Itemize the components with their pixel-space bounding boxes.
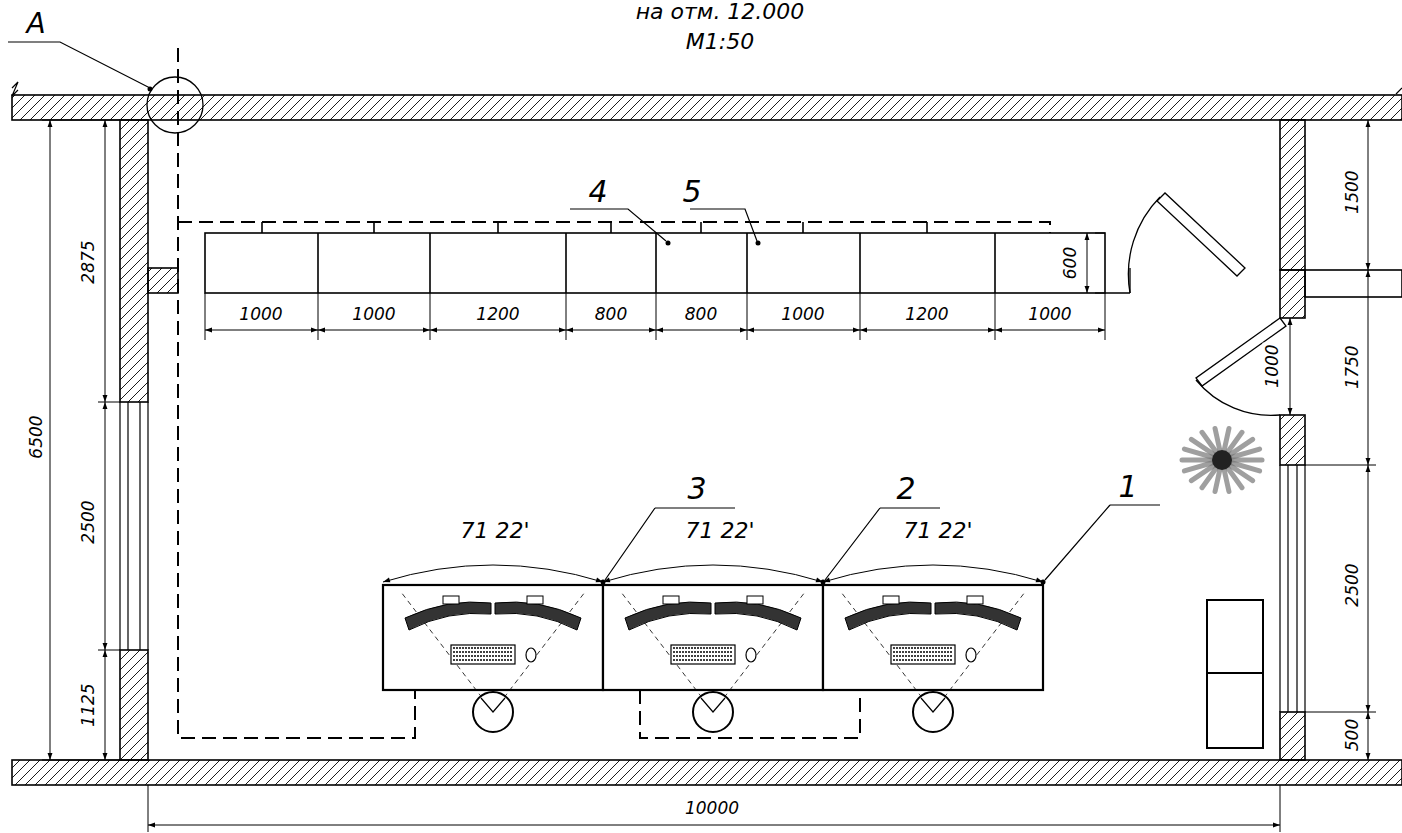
window bbox=[12, 82, 1402, 712]
callout-number: 3 bbox=[685, 473, 708, 505]
callout-number: 5 bbox=[680, 176, 703, 208]
dimension: 10000 bbox=[683, 799, 741, 818]
dimension: 2500 bbox=[1343, 561, 1362, 608]
locker bbox=[1207, 600, 1263, 748]
dimension: 1000 bbox=[1263, 342, 1282, 389]
walls bbox=[12, 95, 1402, 785]
dimension: 600 bbox=[1061, 245, 1080, 281]
dimension: 1000 bbox=[1026, 305, 1073, 324]
dimension: 1200 bbox=[903, 305, 950, 324]
dimension: 71 22' bbox=[901, 519, 974, 543]
workstations bbox=[383, 585, 1043, 732]
cable-route bbox=[178, 48, 1050, 738]
dimension: 1125 bbox=[79, 681, 98, 728]
dimension: 1000 bbox=[779, 305, 826, 324]
dimension: 2500 bbox=[79, 498, 98, 545]
dimension: 800 bbox=[683, 305, 719, 324]
plant bbox=[1182, 428, 1262, 491]
doors bbox=[1105, 193, 1286, 415]
dimension: 1500 bbox=[1343, 168, 1362, 215]
cabinets bbox=[205, 233, 1105, 293]
dimension: 2875 bbox=[79, 238, 98, 285]
dimension: 6500 bbox=[27, 413, 46, 460]
dimension: 500 bbox=[1343, 717, 1362, 753]
dimension: 71 22' bbox=[683, 519, 756, 543]
detail-circle bbox=[147, 77, 203, 133]
leader-dots bbox=[148, 87, 1046, 585]
leader-lines bbox=[8, 42, 1160, 580]
callout-number: 1 bbox=[1116, 471, 1139, 503]
callout-number: 4 bbox=[586, 176, 609, 208]
workstation bbox=[823, 585, 1043, 732]
sockets bbox=[262, 222, 927, 233]
dimension: 71 22' bbox=[458, 519, 531, 543]
dimension: 800 bbox=[593, 305, 629, 324]
dimension: 1000 bbox=[350, 305, 397, 324]
drawing-title: М1:50 bbox=[684, 30, 756, 54]
dimension: 1000 bbox=[237, 305, 284, 324]
workstation bbox=[383, 585, 603, 732]
callout-number: 2 bbox=[894, 473, 917, 505]
dimension: 1750 bbox=[1343, 343, 1362, 390]
dimension-lines bbox=[42, 120, 1376, 832]
detail-mark: А bbox=[24, 9, 47, 39]
drawing-title: на отм. 12.000 bbox=[634, 0, 807, 24]
workstation bbox=[603, 585, 823, 732]
dimension: 1200 bbox=[474, 305, 521, 324]
